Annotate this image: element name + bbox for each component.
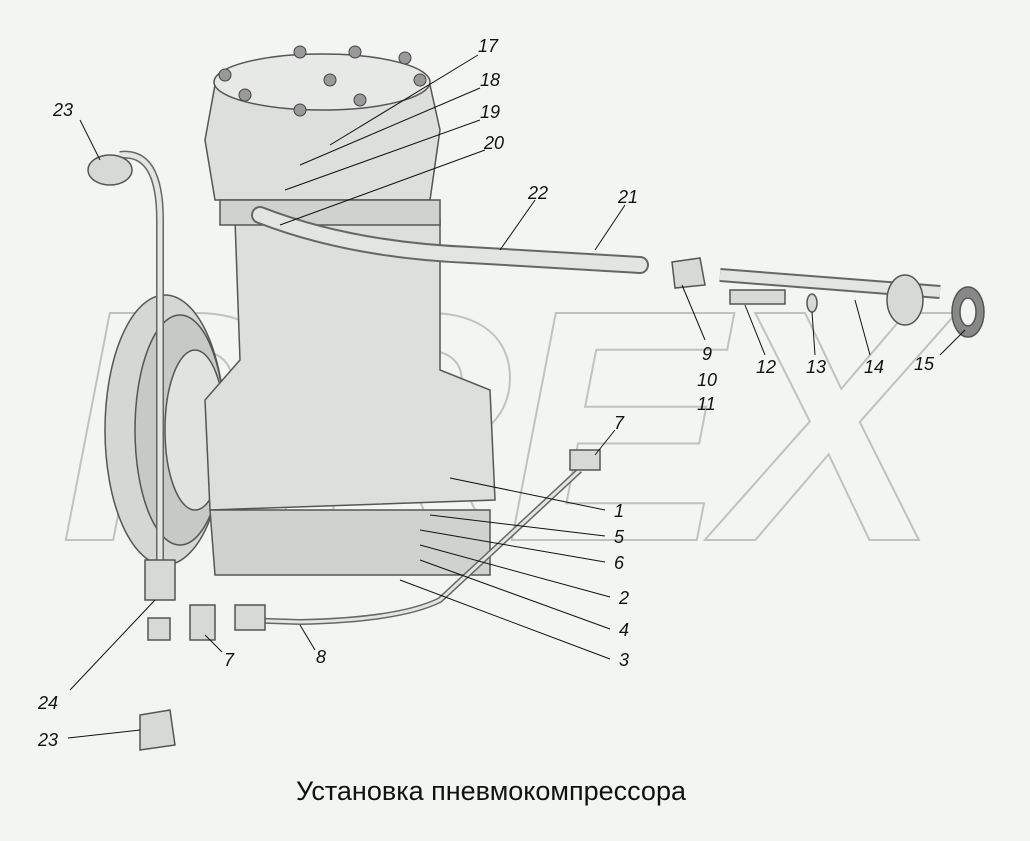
leader-lines [67, 54, 966, 739]
callout-23-top: 23 [52, 100, 73, 120]
callout-19: 19 [480, 102, 500, 122]
callout-23-bottom: 23 [37, 730, 58, 750]
callout-13: 13 [806, 357, 826, 377]
callout-9: 9 [702, 344, 712, 364]
callout-18: 18 [480, 70, 500, 90]
head-bolts [218, 45, 427, 117]
callout-7-top: 7 [614, 413, 625, 433]
compressor-body [204, 53, 496, 576]
callout-17: 17 [478, 36, 499, 56]
callout-10: 10 [697, 370, 717, 390]
callout-21: 21 [617, 187, 638, 207]
callout-24: 24 [37, 693, 58, 713]
callout-1: 1 [614, 501, 624, 521]
callout-5: 5 [614, 527, 625, 547]
callout-22: 22 [527, 183, 548, 203]
callout-7-bottom: 7 [224, 650, 235, 670]
small-parts [87, 154, 985, 751]
callout-15: 15 [914, 354, 935, 374]
callout-14: 14 [864, 357, 884, 377]
diagram-title: Установка пневмокомпрессора [296, 776, 686, 806]
callout-3: 3 [619, 650, 629, 670]
callout-11: 11 [697, 394, 716, 414]
callout-4: 4 [619, 620, 629, 640]
callout-20: 20 [483, 133, 504, 153]
callout-labels: 17 18 19 20 22 21 9 10 11 12 13 14 15 7 … [37, 36, 935, 750]
callout-12: 12 [756, 357, 776, 377]
callout-2: 2 [618, 588, 629, 608]
callout-8: 8 [316, 647, 326, 667]
callout-6: 6 [614, 553, 625, 573]
